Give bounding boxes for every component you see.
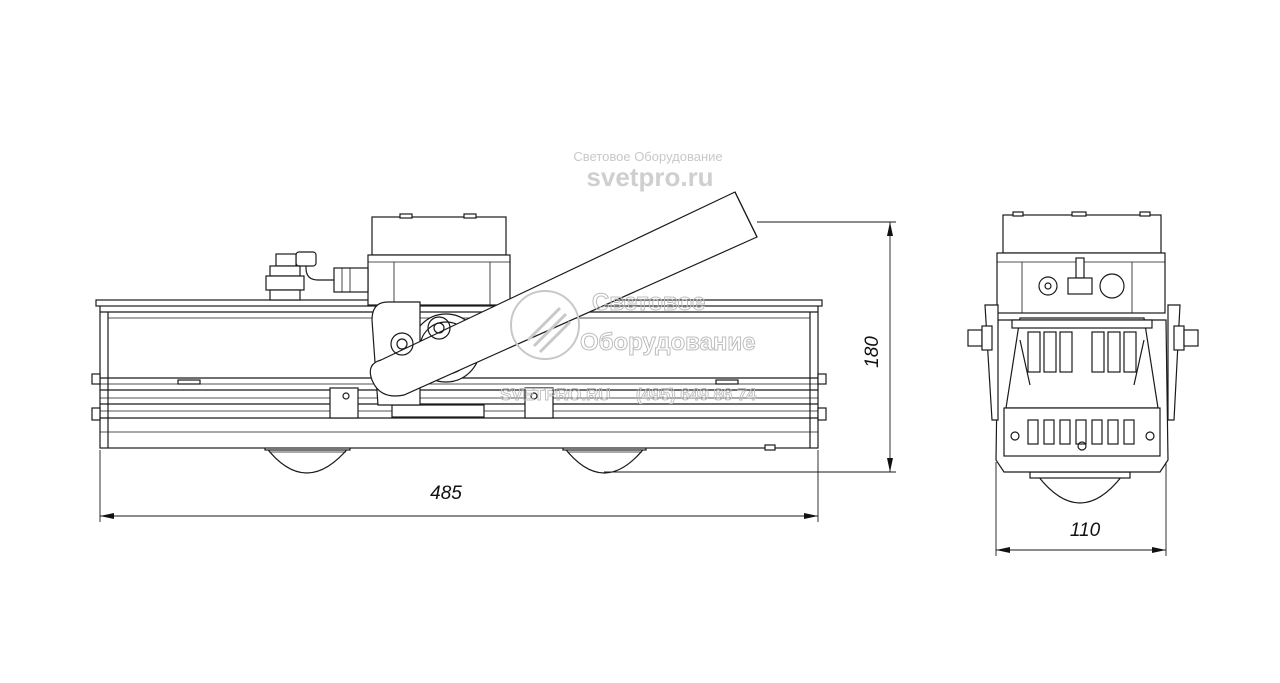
dimension-width-label: 110: [1070, 520, 1101, 541]
watermark-header: Световое Оборудование svetpro.ru: [573, 149, 722, 192]
dimension-height-label: 180: [862, 336, 883, 368]
watermark-company: Световое Оборудование: [573, 149, 722, 164]
front-fins: [1019, 331, 1145, 386]
watermark-logo-line2: Оборудование: [580, 329, 756, 356]
driver-box: [265, 213, 511, 306]
mounting-arm: [369, 191, 758, 406]
front-view: [967, 211, 1199, 504]
watermark-logo-line1: Световое: [592, 289, 705, 316]
dimension-height: 180: [604, 221, 896, 473]
front-slots: [1010, 419, 1155, 451]
side-view: [91, 191, 827, 474]
dimension-width: 110: [995, 462, 1167, 556]
watermark-phone: (495) 649 86 74: [636, 385, 757, 404]
dimension-length: 485: [99, 450, 819, 522]
dimension-length-label: 485: [430, 483, 462, 504]
watermark-logo: Световое Оборудование SVETPRO.RU (495) 6…: [500, 289, 757, 405]
watermark-site: svetpro.ru: [586, 162, 713, 192]
watermark-site-small: SVETPRO.RU: [500, 385, 611, 404]
